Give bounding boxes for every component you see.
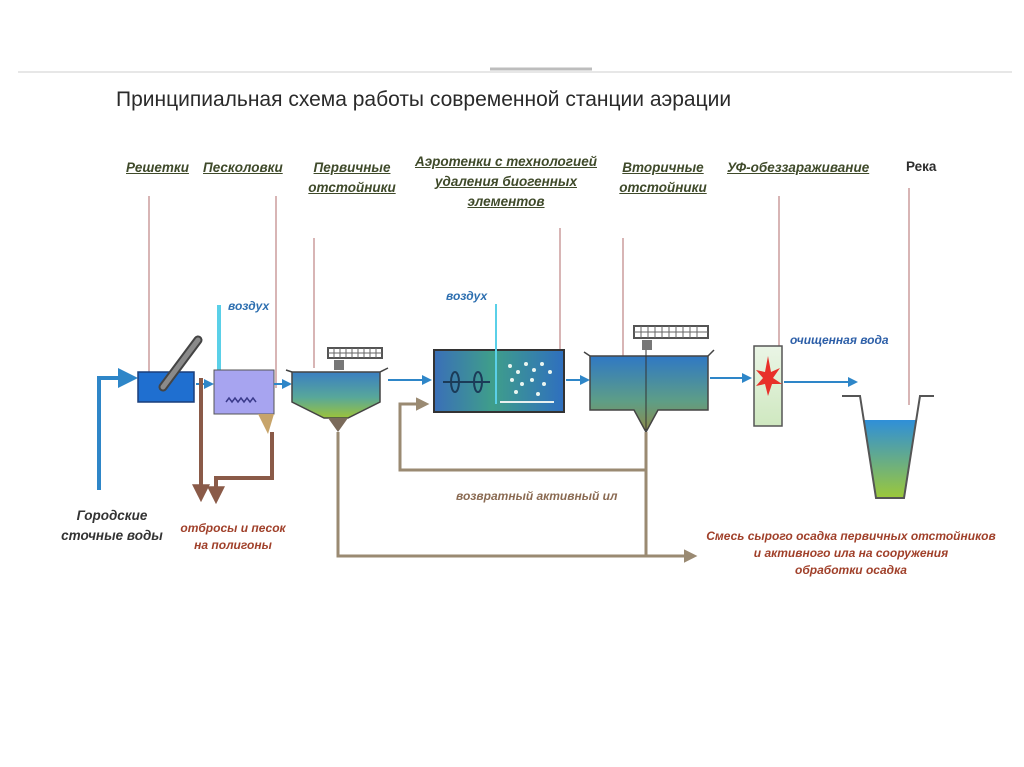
stage-label-primary-line1: Первичные [313,160,391,175]
stage-label-secondary: Вторичные отстойники [613,158,713,198]
inflow-pipe [97,368,138,490]
sludge-processing-line [336,432,698,563]
stage-label-river: Река [906,159,937,174]
aeration-tank [433,304,565,413]
uv-unit [753,345,783,427]
waste-label-line1: отбросы и песок [180,521,286,535]
leader-lines [148,188,910,405]
primary-settler [285,347,389,432]
stage-label-primary: Первичные отстойники [300,158,404,198]
waste-label: отбросы и песок на полигоны [170,520,296,554]
stage-label-aeration-line3: элементов [467,194,545,209]
return-sludge-line [398,397,648,472]
waste-label-line2: на полигоны [194,538,272,552]
stage-label-screens: Решетки [126,160,189,175]
slide-divider [18,67,1012,73]
screens-unit [137,335,203,403]
air-label-aeration: воздух [446,289,488,303]
stage-label-aeration-line2: удаления биогенных [435,174,577,189]
return-sludge-label: возвратный активный ил [456,489,618,503]
air-label-sand-trap: воздух [228,299,270,313]
stage-label-secondary-line1: Вторичные [622,160,704,175]
stage-label-aeration: Аэротенки с технологией удаления биогенн… [402,152,610,212]
stage-label-aeration-line1: Аэротенки с технологией [414,154,597,169]
inflow-label-line1: Городские [76,508,148,523]
stage-label-uv: УФ-обеззараживание [727,160,870,175]
river-basin [842,395,934,499]
inflow-label-line2: сточные воды [61,528,163,543]
treated-water-label: очищенная вода [790,333,889,347]
mixture-label: Смесь сырого осадка первичных отстойнико… [704,528,998,579]
stage-label-primary-line2: отстойники [308,180,396,195]
inflow-label: Городские сточные воды [48,506,176,546]
stage-label-secondary-line2: отстойники [619,180,707,195]
waste-lines [192,378,274,505]
mixture-label-line1: Смесь сырого осадка первичных отстойнико… [706,529,996,543]
mixture-label-line3: обработки осадка [795,563,907,577]
secondary-settler [583,325,715,434]
sand-trap-unit [213,305,275,434]
page-title: Принципиальная схема работы современной … [116,88,732,111]
mixture-label-line2: и активного ила на сооружения [753,546,949,560]
stage-label-sand-traps: Песколовки [203,160,283,175]
